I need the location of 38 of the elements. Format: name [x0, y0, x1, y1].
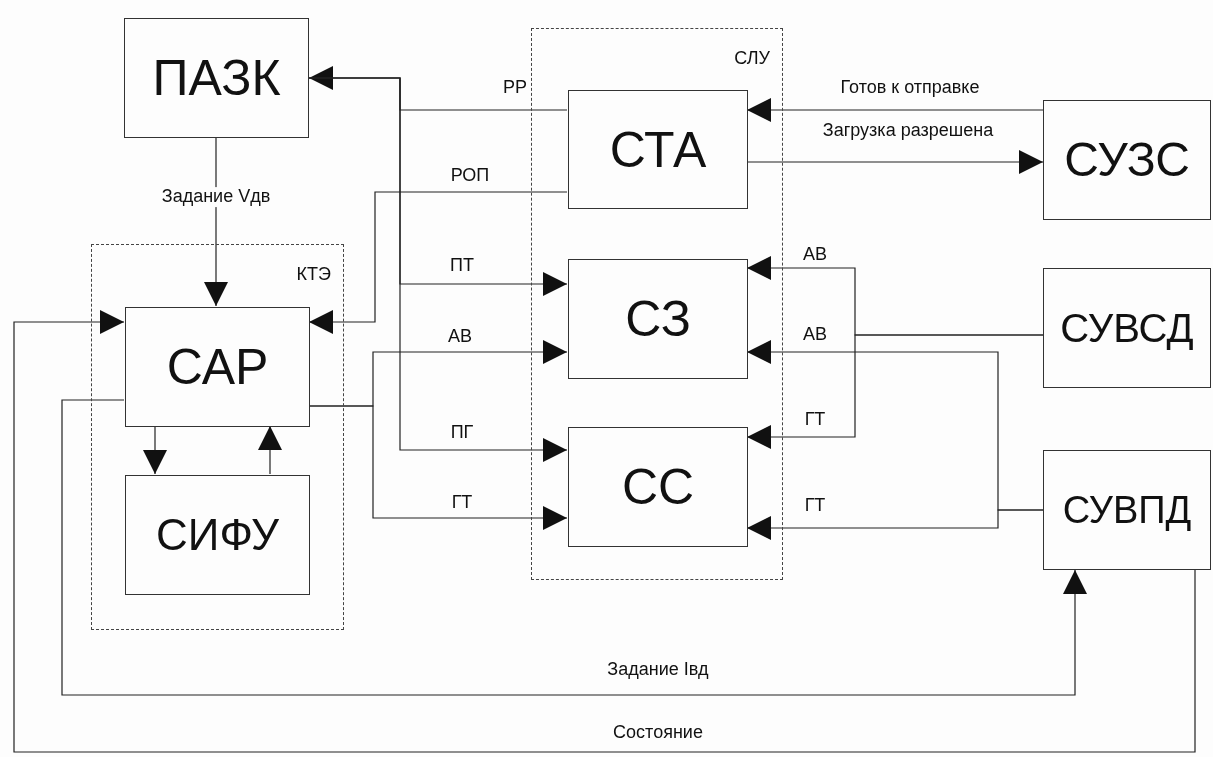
- connector-arrow: [308, 191, 568, 334]
- edge-label: Загрузка разрешена: [820, 121, 996, 141]
- dashed-group-frame: [91, 244, 344, 630]
- connector-arrow: [746, 334, 1044, 449]
- connector-arrow: [746, 509, 1044, 540]
- block-title: СИФУ: [156, 513, 279, 557]
- block-box: [568, 427, 748, 547]
- connector-arrow: [204, 137, 228, 307]
- connector-arrow: [143, 425, 167, 475]
- block-title: СТА: [609, 124, 707, 175]
- block-box: [1043, 268, 1211, 388]
- connector-arrow: [308, 405, 568, 530]
- block-title: СУЗС: [1064, 136, 1190, 184]
- connector-arrow: [258, 425, 282, 475]
- block-box: [568, 259, 748, 379]
- group-title: СЛУ: [734, 49, 770, 67]
- block-title: СС: [621, 462, 695, 512]
- connector-arrow: [308, 77, 568, 462]
- block-title: СУВСД: [1060, 308, 1194, 348]
- connector-arrow: [746, 150, 1044, 174]
- block-box: [125, 475, 310, 595]
- block-title: ПАЗК: [152, 53, 281, 103]
- block-box: [1043, 100, 1211, 220]
- connector-arrow: [13, 310, 1196, 753]
- edge-label: Задание Vдв: [159, 187, 273, 207]
- group-title: КТЭ: [296, 265, 331, 283]
- block-title: СУВПД: [1062, 491, 1192, 529]
- edge-label: Задание Iвд: [605, 660, 711, 680]
- edge-label: Готов к отправке: [838, 78, 982, 98]
- block-title: СЗ: [625, 294, 691, 344]
- block-box: [1043, 450, 1211, 570]
- block-box: [568, 90, 748, 209]
- block-box: [124, 18, 309, 138]
- connector-arrow: [61, 399, 1087, 696]
- block-title: САР: [166, 342, 269, 392]
- dashed-group-frame: [531, 28, 783, 580]
- connector-arrow: [746, 98, 1044, 122]
- block-box: [125, 307, 310, 427]
